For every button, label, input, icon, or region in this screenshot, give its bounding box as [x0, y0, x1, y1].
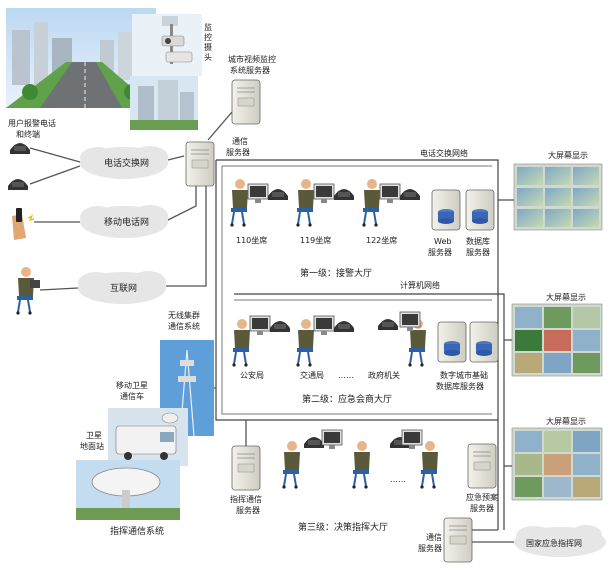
wire-cloud2-comm: [167, 186, 197, 221]
sat-station-photo: [76, 460, 180, 520]
big-screen-2-label: 大屏幕显示: [546, 292, 586, 302]
national-cmd-cloud: 国家应急指挥网: [514, 525, 606, 557]
alarm-phone-2: [8, 179, 28, 190]
camera-label: 监 控 摄 头: [204, 22, 215, 62]
camera-label-4: 头: [204, 52, 212, 62]
city-video-server-label: 城市视频监控 系统服务器: [228, 54, 279, 75]
wire-phone2: [29, 165, 81, 185]
bottom-comm-server-label: 通信 服务器: [418, 532, 445, 553]
camera-label-1: 监: [204, 22, 212, 32]
phone-switch-network-label: 电话交换网络: [420, 148, 468, 158]
camera-photo: [132, 14, 202, 76]
seat-122: [361, 178, 420, 228]
level2-bus: [234, 293, 505, 530]
mobile-network-label: 移动电话网: [104, 216, 149, 228]
wire-cloud3-comm: [166, 186, 207, 287]
sat-station-label: 卫星 地面站: [80, 431, 105, 451]
level2-title: 第二级：应急会商大厅: [302, 393, 392, 405]
comm-server: [185, 141, 215, 187]
vertical-trunk: [215, 160, 498, 421]
level3-ellipsis: ……: [390, 475, 406, 484]
db-server: [465, 189, 495, 231]
wire-video-comm: [207, 111, 233, 141]
internet-cloud: 互联网: [78, 271, 166, 304]
mobile-sat-truck-photo: [108, 408, 188, 466]
trunk-system-label: 无线集群 通信系统: [168, 310, 203, 331]
traffic-label: 交通局: [300, 370, 324, 380]
level3-seat-1: [281, 429, 343, 490]
digital-city-server-2: [469, 321, 499, 363]
emergency-plan-server-label: 应急预案 服务器: [466, 492, 501, 513]
level2-ellipsis: ……: [338, 371, 354, 380]
seat-119-label: 119坐席: [300, 235, 331, 245]
seat-110: [229, 178, 288, 228]
bottom-comm-server: [443, 517, 473, 563]
national-cmd-label: 国家应急指挥网: [526, 538, 582, 548]
digital-city-server-label: 数字城市基础 数据库服务器: [436, 370, 491, 391]
big-screen-1-label: 大屏幕显示: [548, 150, 588, 160]
phone-network-label: 电话交换网: [104, 157, 149, 169]
command-server-label: 指挥通信 服务器: [230, 494, 265, 515]
gov-seat: [378, 311, 427, 368]
web-server: [431, 189, 461, 231]
emergency-plan-server: [467, 443, 497, 489]
alarm-phone-1: [10, 143, 30, 154]
mobile-sat-label: 移动卫星 通信车: [116, 380, 151, 401]
level3-title: 第三级：决策指挥大厅: [298, 521, 388, 533]
camera-label-2: 控: [204, 32, 212, 42]
vertical-trunk-inner: [221, 166, 492, 415]
police-label: 公安局: [240, 370, 264, 380]
building-photo: [130, 76, 198, 130]
mobile-phone-icon: [12, 208, 35, 240]
web-server-label: Web 服务器: [428, 237, 454, 257]
comm-server-label: 通信 服务器: [226, 136, 251, 157]
seat-110-label: 110坐席: [236, 235, 267, 245]
internet-user-icon: [15, 266, 40, 316]
big-screen-2: [511, 303, 603, 377]
user-alarm-phone-label: 用户报警电话 和终端: [8, 118, 59, 139]
mobile-network-cloud: 移动电话网: [80, 205, 168, 238]
traffic-seat: [295, 315, 354, 368]
big-screen-1: [513, 163, 603, 231]
big-screen-3: [511, 427, 603, 501]
db-server-label: 数据库 服务器: [466, 236, 493, 257]
police-seat: [231, 315, 290, 368]
wire-phone1: [29, 147, 81, 163]
computer-network-label: 计算机网络: [400, 280, 440, 290]
level3-seat-3: [401, 429, 439, 490]
wire-internet-user: [39, 287, 79, 291]
level1-bus: [216, 159, 499, 530]
level1-title: 第一级：接警大厅: [300, 267, 372, 279]
digital-city-server-1: [437, 321, 467, 363]
wire-cloud1-comm: [167, 155, 185, 161]
gov-label: 政府机关: [368, 370, 400, 380]
camera-label-3: 摄: [204, 43, 212, 52]
internet-label: 互联网: [110, 283, 137, 294]
phone-network-cloud: 电话交换网: [80, 146, 168, 179]
seat-119: [295, 178, 354, 228]
big-screen-3-label: 大屏幕显示: [546, 416, 586, 426]
seat-122-label: 122坐席: [366, 235, 397, 245]
command-system-title: 指挥通信系统: [110, 525, 164, 537]
command-server: [231, 445, 261, 491]
city-video-server: [231, 79, 261, 125]
